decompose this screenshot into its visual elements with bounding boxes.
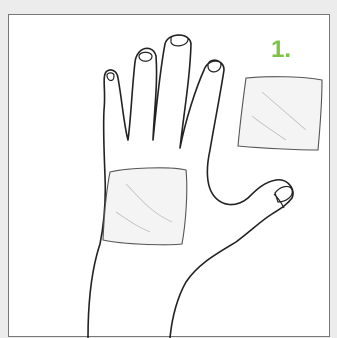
patch-on-hand (103, 168, 187, 245)
fingernail-ring (139, 52, 152, 61)
patch-standalone (238, 77, 322, 150)
step-number-label: 1. (271, 38, 291, 62)
fingernail-pinky (107, 73, 114, 81)
